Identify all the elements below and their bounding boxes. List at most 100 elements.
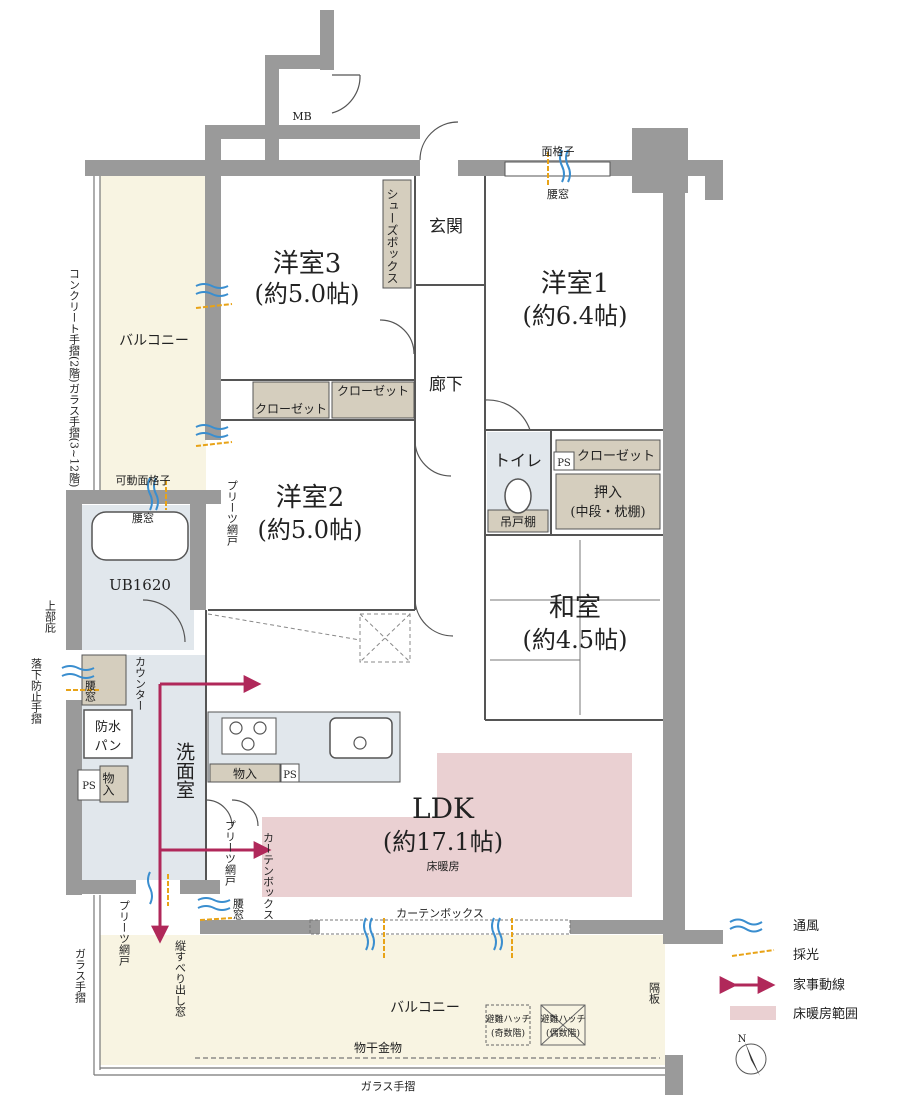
legend-heating-label: 床暖房範囲 bbox=[793, 1006, 858, 1022]
hatch-odd-label-1: 避難ハッチ bbox=[485, 1013, 530, 1025]
room-corridor: 廊下 bbox=[429, 375, 463, 395]
tatami-grid bbox=[490, 540, 660, 715]
hatch-even-label-1: 避難ハッチ bbox=[540, 1013, 585, 1025]
hatch-odd-rect bbox=[485, 1004, 531, 1046]
window-top bbox=[504, 161, 611, 177]
counter-label: カウンター bbox=[134, 656, 147, 711]
room-western2-name: 洋室2 bbox=[276, 483, 345, 513]
storage-kitchen-rect bbox=[209, 763, 281, 783]
shoe-box bbox=[382, 179, 412, 289]
sink-drain bbox=[353, 736, 367, 750]
legend-flow-label: 家事動線 bbox=[793, 977, 845, 993]
balcony-west-area bbox=[100, 175, 206, 490]
closet-w2-label: クローゼット bbox=[337, 384, 409, 398]
shoe-box-label: シューズボックス bbox=[385, 188, 399, 284]
waist-window-bath-label: 腰窓 bbox=[132, 511, 154, 525]
room-ldk-size: (約17.1帖) bbox=[383, 828, 503, 856]
legend-light-icon bbox=[731, 949, 775, 957]
room-western3-size: (約5.0帖) bbox=[255, 280, 360, 308]
curtain-box-v-label: カーテンボックス bbox=[262, 832, 275, 920]
floor-heating-area bbox=[262, 753, 632, 897]
household-flow bbox=[151, 675, 272, 944]
pleated-screen-3-label: プリーツ網戸 bbox=[118, 900, 131, 967]
waterproof-pan-label-1: 防水 bbox=[95, 719, 121, 735]
room-washroom: 洗面室 bbox=[173, 742, 195, 799]
partitions bbox=[205, 176, 663, 880]
closet-w3-rect bbox=[252, 381, 330, 419]
stove bbox=[221, 717, 277, 755]
counter-rect bbox=[81, 654, 127, 706]
legend-wind-icon-2 bbox=[729, 925, 763, 933]
hatch-even-rect bbox=[540, 1004, 586, 1046]
ps-wash-label: PS bbox=[82, 781, 96, 792]
door-arcs bbox=[142, 74, 531, 827]
room-japanese-size: (約4.5帖) bbox=[523, 626, 628, 654]
waist-window-wash-label: 腰窓 bbox=[84, 680, 97, 702]
closet-w2-rect bbox=[331, 381, 415, 419]
oshiire-rect bbox=[555, 473, 661, 530]
room-western2-size: (約5.0帖) bbox=[258, 516, 363, 544]
hanging-shelf-label: 吊戸棚 bbox=[500, 514, 536, 529]
face-lattice-label: 面格子 bbox=[542, 144, 575, 158]
room-japanese-name: 和室 bbox=[549, 593, 601, 623]
burner-2 bbox=[253, 721, 267, 735]
pleated-screen-2-label: プリーツ網戸 bbox=[224, 820, 237, 887]
compass: N bbox=[735, 1034, 767, 1076]
waist-window-ldk-label: 腰窓 bbox=[232, 898, 245, 920]
balcony-west-label: バルコニー bbox=[119, 333, 189, 349]
burner-1 bbox=[229, 721, 243, 735]
compass-needle-icon bbox=[745, 1042, 760, 1076]
hatch-even-x2 bbox=[540, 1004, 586, 1046]
closet-w1-label: クローゼット bbox=[577, 449, 655, 464]
room-western1-size: (約6.4帖) bbox=[523, 302, 628, 330]
room-toilet: トイレ bbox=[494, 451, 542, 470]
drying-rack-label: 物干金物 bbox=[354, 1040, 402, 1055]
balcony-south-area bbox=[100, 935, 665, 1065]
legend-heating-swatch bbox=[730, 1006, 776, 1020]
bathtub bbox=[91, 511, 189, 561]
hatch-odd-label-2: (奇数階) bbox=[491, 1027, 525, 1039]
legend-light-label: 採光 bbox=[793, 948, 819, 963]
glass-railing-sw-label: ガラス手摺 bbox=[74, 948, 87, 1004]
railings bbox=[93, 176, 665, 1076]
curtain-box-h-label: カーテンボックス bbox=[396, 907, 484, 920]
compass-n-label: N bbox=[738, 1034, 747, 1045]
toilet-bowl bbox=[504, 478, 532, 514]
movable-lattice-label: 可動面格子 bbox=[116, 473, 171, 487]
room-entrance: 玄関 bbox=[429, 217, 463, 237]
corridor-storage bbox=[207, 613, 411, 663]
waist-window-top-label: 腰窓 bbox=[547, 187, 569, 201]
legend-wind-label: 通風 bbox=[793, 919, 819, 934]
burner-3 bbox=[241, 737, 255, 751]
kitchen-sink bbox=[329, 717, 393, 759]
storage-wash-rect bbox=[99, 765, 129, 803]
room-western1-name: 洋室1 bbox=[541, 269, 610, 299]
ps-toilet-rect bbox=[553, 451, 575, 471]
hatch-even-label-2: (偶数階) bbox=[546, 1027, 580, 1039]
storage-wash-label: 物入 bbox=[101, 772, 115, 796]
upper-eave-label: 上部庇 bbox=[44, 600, 57, 634]
legend-wind-icon bbox=[729, 918, 763, 926]
partition-label: 隔板 bbox=[648, 982, 661, 1005]
curtain-box-h-rect bbox=[309, 919, 571, 935]
ps-kitchen-rect bbox=[280, 763, 300, 783]
fall-prevention-label: 落下防止手摺 bbox=[30, 658, 43, 725]
glass-railing-bottom-label: ガラス手摺 bbox=[361, 1079, 416, 1093]
ps-toilet-label: PS bbox=[557, 458, 571, 469]
wind-marks bbox=[61, 149, 571, 951]
mb-label: MB bbox=[292, 110, 311, 123]
storage-kitchen-label: 物入 bbox=[233, 767, 257, 781]
oshiire-label-1: 押入 bbox=[594, 485, 622, 501]
ps-wash-rect bbox=[77, 769, 101, 801]
oshiire-label-2: (中段・枕棚) bbox=[570, 505, 645, 520]
room-western3-name: 洋室3 bbox=[273, 249, 342, 279]
floor-heating-label: 床暖房 bbox=[427, 859, 460, 873]
railing-west-label: コンクリート手摺(2階)ガラス手摺(3~12階) bbox=[68, 268, 81, 487]
waterproof-pan-rect bbox=[83, 709, 133, 759]
light-marks bbox=[66, 152, 549, 958]
closet-w3-label: クローゼット bbox=[255, 402, 327, 416]
legend: 通風 採光 家事動線 床暖房範囲 bbox=[719, 918, 858, 1022]
vertical-slide-label: 縦すべり出し窓 bbox=[174, 940, 187, 1017]
balcony-south-label: バルコニー bbox=[390, 1000, 460, 1016]
